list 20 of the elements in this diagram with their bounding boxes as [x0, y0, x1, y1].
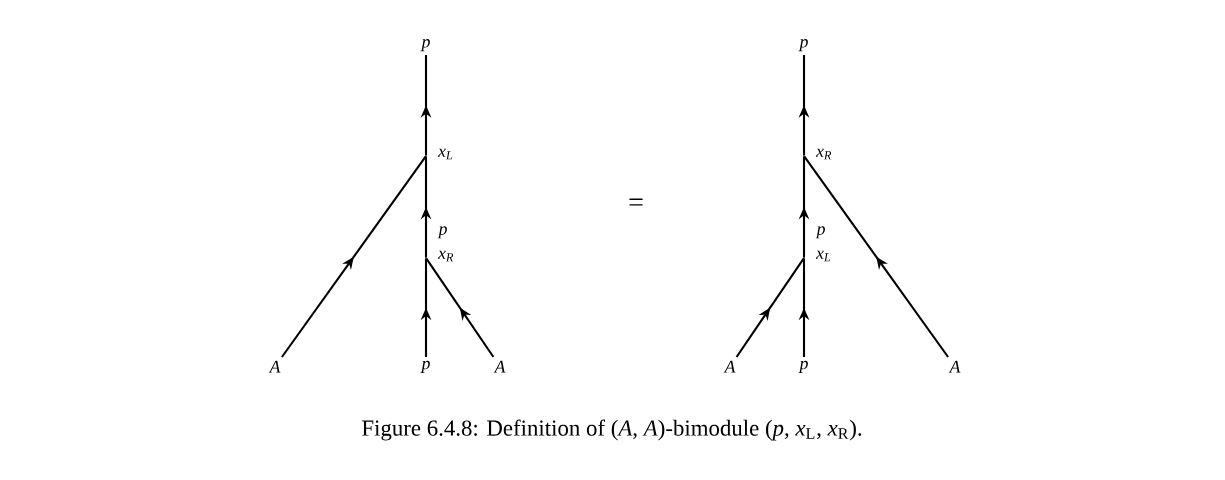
arrow — [425, 257, 495, 358]
arrow — [281, 155, 427, 358]
edge-label: p — [815, 226, 825, 239]
arrow — [803, 155, 949, 358]
vertex-label: x$_{R}$ — [815, 148, 832, 160]
vertex-label: x$_{R}$ — [437, 250, 454, 262]
caption: Figure 6.4.8: Definition of (A, A)-bimodule (p, x$_{L}$, x$_{R}$). — [362, 419, 862, 441]
arrow — [735, 257, 805, 358]
vertex-label: x$_{L}$ — [437, 148, 453, 160]
endpoint-label: p — [798, 39, 808, 52]
endpoint-label: A — [723, 360, 736, 373]
edge-label: p — [437, 226, 447, 239]
endpoint-label: p — [798, 360, 808, 373]
equals-sign: = — [629, 198, 643, 206]
vertex-label: x$_{L}$ — [815, 250, 831, 262]
endpoint-label: A — [493, 360, 506, 373]
endpoint-label: p — [420, 360, 430, 373]
endpoint-label: p — [420, 39, 430, 52]
endpoint-label: A — [268, 360, 281, 373]
endpoint-label: A — [948, 360, 961, 373]
